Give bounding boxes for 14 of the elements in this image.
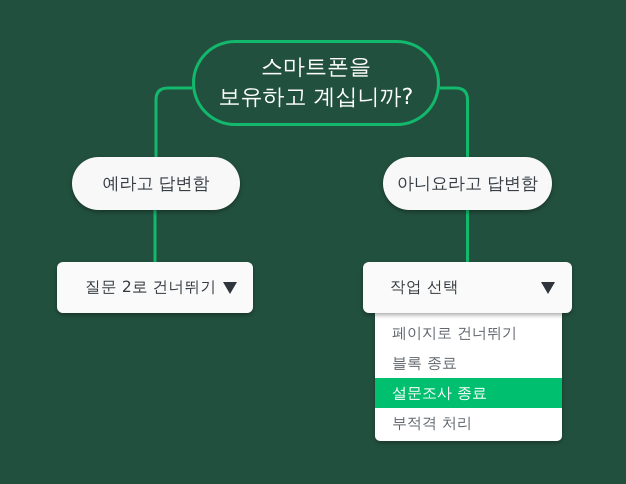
menu-option: 부적격 처리 xyxy=(375,408,562,438)
menu-option: 페이지로 건너뛰기 xyxy=(375,318,562,348)
dropdown-menu xyxy=(375,313,562,441)
answer-pill: 아니요라고 답변함 xyxy=(383,157,552,210)
question-pill: 스마트폰을 보유하고 계십니까? xyxy=(192,40,440,126)
selected-menu-option: 설문조사 종료 xyxy=(375,378,562,408)
connector-line xyxy=(466,210,469,262)
menu-option: 블록 종료 xyxy=(375,348,562,378)
answer-pill: 예라고 답변함 xyxy=(72,157,240,210)
dropdown-select: 질문 2로 건너뛰기 xyxy=(57,262,253,313)
connector-line xyxy=(440,86,469,157)
dropdown-select: 작업 선택 xyxy=(363,262,572,313)
connector-line xyxy=(154,210,156,262)
connector-line xyxy=(154,86,192,157)
